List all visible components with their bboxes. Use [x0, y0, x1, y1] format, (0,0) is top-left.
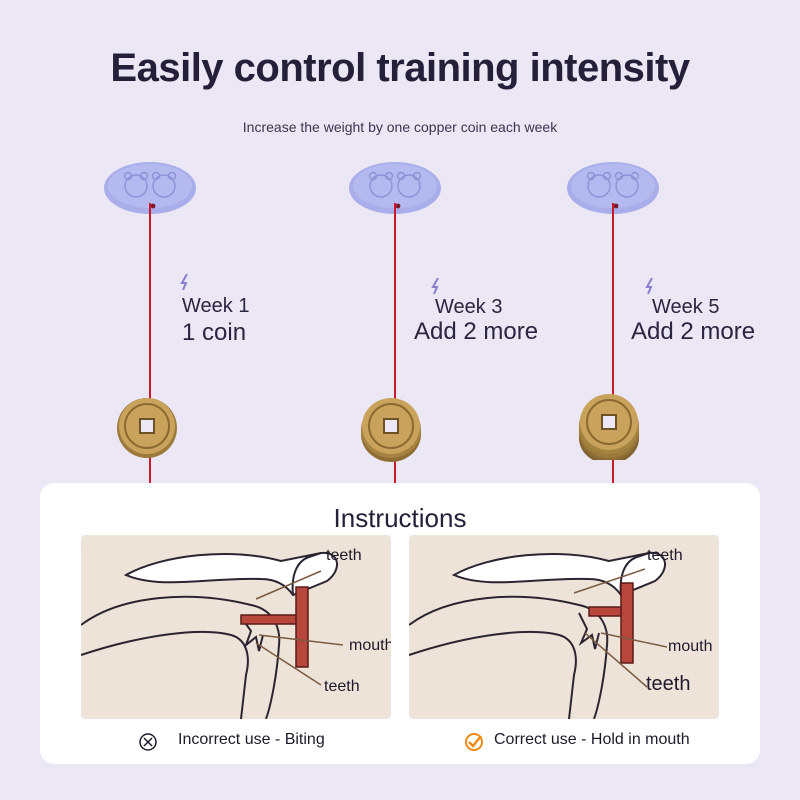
label-lower-teeth: teeth	[324, 678, 360, 695]
red-string	[612, 203, 614, 573]
stage-week-1: Week 1 1 coin	[100, 150, 249, 573]
copper-coin-stack-icon	[579, 394, 639, 460]
stage-week-3: Week 3 Add 2 more	[345, 150, 538, 573]
panda-disc-icon	[349, 162, 441, 214]
stage-week-label: Week 1	[182, 295, 250, 317]
label-lower-teeth: teeth	[646, 673, 691, 695]
red-string	[149, 203, 151, 573]
x-circle-icon	[139, 733, 157, 751]
page-subtitle: Increase the weight by one copper coin e…	[242, 119, 558, 135]
instructions-title: Instructions	[333, 503, 467, 533]
label-mouth: mouth	[668, 638, 713, 655]
copper-coin-stack-icon	[361, 398, 421, 462]
stage-week-label: Week 3	[435, 296, 503, 318]
page-title: Easily control training intensity	[110, 46, 690, 90]
sparkle-icon	[645, 278, 653, 294]
stage-coin-label: Add 2 more	[631, 318, 756, 345]
instructions-panel: Instructions teeth mouth teeth	[40, 483, 760, 764]
incorrect-use-diagram: teeth mouth teeth	[81, 535, 391, 719]
stage-week-5: Week 5 Add 2 more	[563, 150, 755, 573]
label-mouth: mouth	[349, 637, 391, 654]
stage-coin-label: 1 coin	[182, 319, 247, 346]
stage-week-label: Week 5	[652, 296, 720, 318]
correct-use-caption: Correct use - Hold in mouth	[494, 731, 690, 748]
copper-coin-icon	[117, 398, 177, 458]
label-upper-teeth: teeth	[647, 547, 683, 564]
label-upper-teeth: teeth	[326, 547, 362, 564]
panda-disc-icon	[104, 162, 196, 214]
red-string	[394, 203, 396, 573]
check-circle-icon	[465, 733, 483, 751]
sparkle-icon	[180, 274, 188, 290]
correct-use-diagram: teeth mouth teeth	[409, 535, 719, 719]
stage-coin-label: Add 2 more	[414, 318, 539, 345]
mouth-cross-section-illustration	[81, 536, 344, 719]
incorrect-use-caption: Incorrect use - Biting	[178, 731, 325, 748]
sparkle-icon	[431, 278, 439, 294]
mouth-cross-section-illustration	[409, 551, 668, 719]
panda-disc-icon	[567, 162, 659, 214]
